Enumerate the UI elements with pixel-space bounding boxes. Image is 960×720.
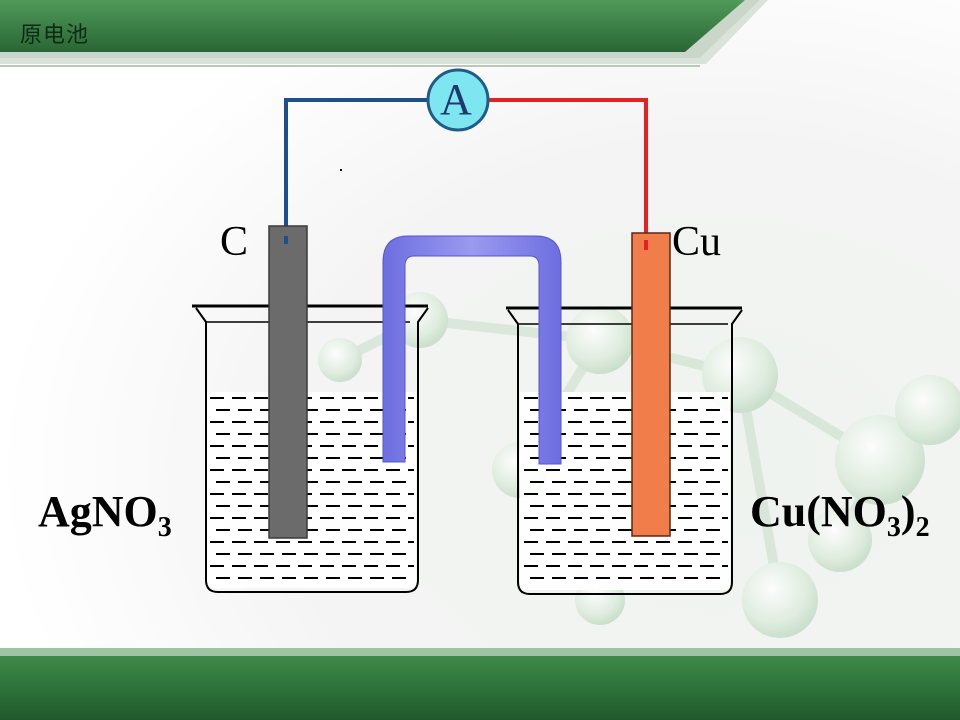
carbon-electrode [268, 225, 308, 539]
right-solution-mid: ) [900, 487, 916, 536]
right-solution-sub2: 2 [915, 512, 930, 543]
copper-electrode-label: Cu [672, 219, 722, 265]
footer-band [0, 648, 960, 720]
salt-bridge [382, 235, 562, 465]
carbon-electrode-label: C [220, 219, 249, 265]
right-solution-sub1: 3 [886, 512, 901, 543]
ammeter-label: A [440, 75, 472, 124]
dot-mark [340, 169, 342, 171]
right-solution-label: Cu(NO3)2 [750, 486, 930, 544]
ammeter [426, 68, 490, 132]
copper-electrode [631, 232, 671, 537]
slide-title: 原电池 [20, 23, 90, 48]
right-solution-dashes [524, 397, 728, 579]
left-solution-formula: AgNO [38, 487, 158, 536]
right-wire [486, 98, 648, 248]
left-solution-label: AgNO3 [38, 486, 172, 544]
left-beaker [192, 304, 429, 593]
left-solution-subscript: 3 [157, 512, 172, 543]
left-wire [284, 98, 430, 240]
right-solution-pre: Cu(NO [750, 487, 887, 536]
header-band [0, 0, 768, 67]
left-solution-dashes [210, 397, 414, 579]
